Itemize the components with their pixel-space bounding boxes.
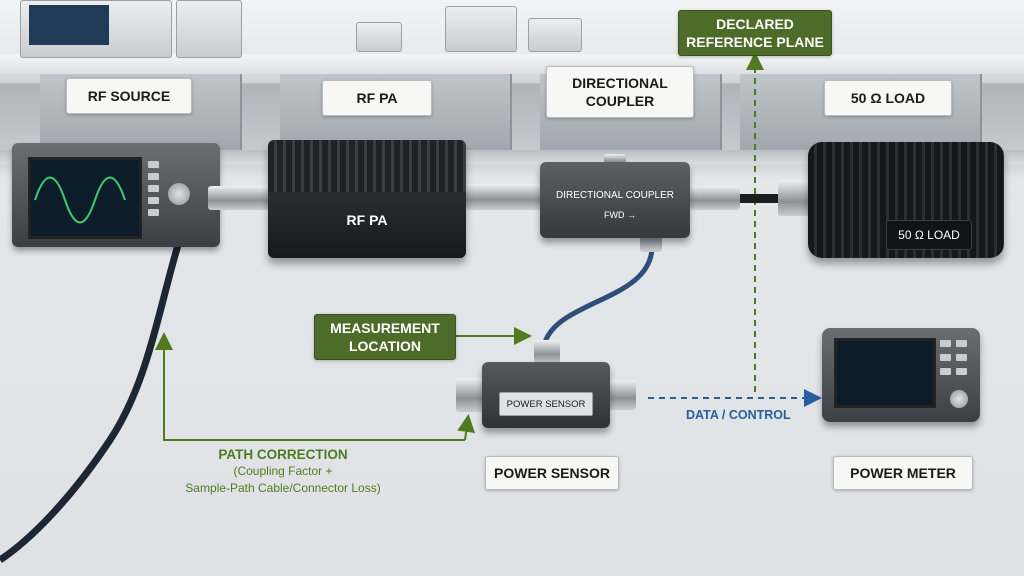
sensor-output-connector	[606, 380, 636, 410]
path-correction-note: PATH CORRECTION (Coupling Factor + Sampl…	[168, 446, 398, 497]
power-meter-key	[956, 368, 967, 375]
load-input-connector	[778, 180, 812, 216]
path-correction-title: PATH CORRECTION	[218, 447, 348, 462]
measurement-location-callout: MEASUREMENT LOCATION	[314, 314, 456, 360]
power-meter-key	[940, 354, 951, 361]
background-oscilloscope	[20, 0, 172, 58]
power-meter-label: POWER METER	[833, 456, 973, 490]
rf-source-key	[148, 161, 159, 168]
path-correction-arrow-left	[155, 332, 465, 441]
load-label: 50 Ω LOAD	[824, 80, 952, 116]
reference-plane-callout: DECLARED REFERENCE PLANE	[678, 10, 832, 56]
power-meter-key	[940, 368, 951, 375]
measurement-location-line2: LOCATION	[348, 338, 422, 354]
load-label-text: 50 Ω LOAD	[850, 90, 926, 106]
rf-pa-device: RF PA	[268, 140, 466, 258]
reference-plane-adapter	[740, 194, 780, 203]
power-meter-screen	[834, 338, 936, 408]
pa-to-coupler-connector	[466, 184, 542, 210]
rf-source-knob	[168, 183, 190, 205]
sensor-top-connector	[534, 340, 560, 364]
coupled-port-cable	[542, 247, 655, 344]
power-meter-key	[940, 340, 951, 347]
table-edge	[0, 150, 1024, 164]
rf-pa-body-label: RF PA	[346, 212, 388, 228]
power-meter-key	[956, 340, 967, 347]
rf-source-device	[12, 143, 220, 247]
rf-source-key	[148, 185, 159, 192]
source-to-pa-connector	[208, 186, 270, 210]
sine-wave-icon	[34, 176, 126, 224]
power-meter-label-text: POWER METER	[850, 465, 956, 481]
power-meter-knob	[950, 390, 968, 408]
power-meter-device	[822, 328, 980, 422]
sensor-plate: POWER SENSOR	[499, 392, 593, 416]
rf-source-label: RF SOURCE	[66, 78, 192, 114]
measurement-location-line1: MEASUREMENT	[330, 320, 440, 336]
directional-coupler-device: DIRECTIONAL COUPLER FWD →	[540, 162, 690, 238]
sensor-input-connector	[456, 378, 486, 412]
rf-pa-label-text: RF PA	[356, 90, 398, 106]
power-sensor-label-text: POWER SENSOR	[494, 465, 610, 481]
background-instrument	[445, 6, 517, 52]
path-correction-line1: (Coupling Factor +	[233, 464, 333, 478]
source-output-cable	[0, 230, 186, 563]
power-meter-key	[956, 354, 967, 361]
directional-coupler-label: DIRECTIONAL COUPLER	[546, 66, 694, 118]
coupler-output-connector	[690, 186, 740, 210]
rf-source-key	[148, 173, 159, 180]
rf-source-screen	[28, 157, 142, 239]
reference-plane-line2: REFERENCE PLANE	[686, 34, 824, 50]
rf-source-key	[148, 209, 159, 216]
rf-source-label-text: RF SOURCE	[87, 88, 171, 104]
directional-coupler-label-line2: COUPLER	[585, 93, 655, 109]
power-sensor-device: POWER SENSOR	[482, 362, 610, 428]
directional-coupler-label-line1: DIRECTIONAL	[572, 75, 668, 91]
rf-pa-label: RF PA	[322, 80, 432, 116]
load-device: 50 Ω LOAD	[808, 142, 1004, 258]
path-correction-line2: Sample-Path Cable/Connector Loss)	[185, 481, 381, 495]
background-screen	[29, 5, 109, 45]
power-sensor-label: POWER SENSOR	[485, 456, 619, 490]
reference-plane-line1: DECLARED	[716, 16, 794, 32]
background-instrument	[176, 0, 242, 58]
bench-shelf	[0, 54, 1024, 74]
coupler-fwd-label: FWD →	[604, 210, 636, 220]
rf-pa-front	[268, 192, 466, 258]
coupler-body-label: DIRECTIONAL COUPLER	[556, 190, 674, 201]
background-instrument	[356, 22, 402, 52]
rf-source-key	[148, 197, 159, 204]
path-correction-arrow-right	[457, 414, 476, 441]
load-plate: 50 Ω LOAD	[886, 220, 972, 250]
background-instrument	[528, 18, 582, 52]
data-control-label: DATA / CONTROL	[686, 408, 791, 422]
